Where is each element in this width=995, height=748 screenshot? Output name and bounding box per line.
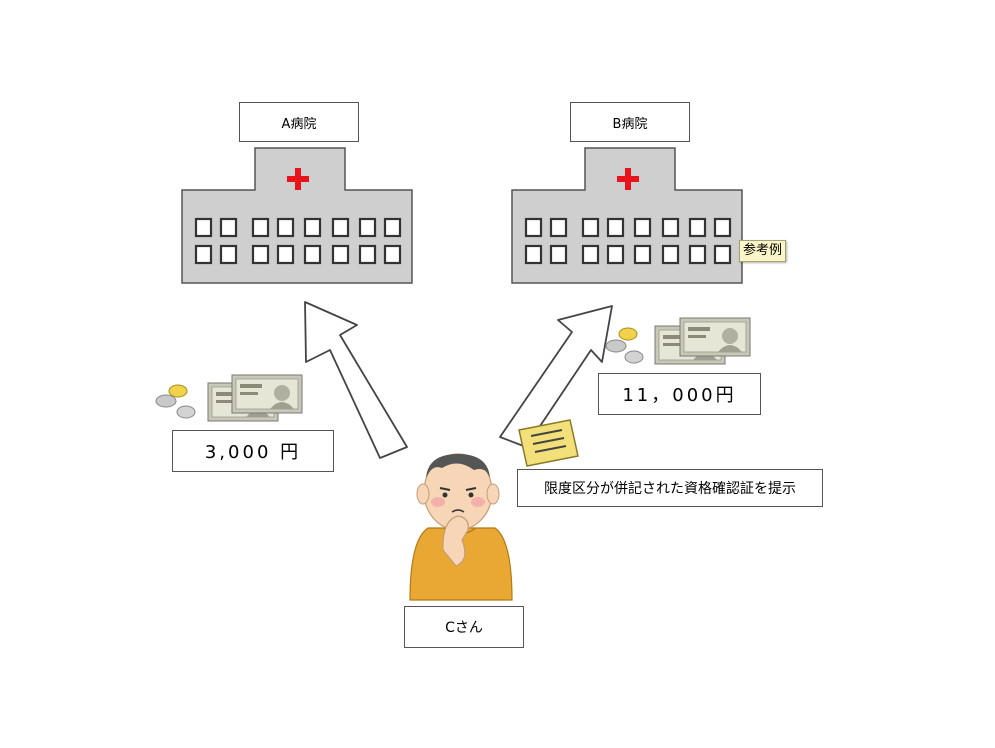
certificate-note-box: 限度区分が併記された資格確認証を提示 bbox=[517, 469, 823, 507]
payment-b-amount: 11，000円 bbox=[622, 385, 737, 406]
money-b-icon bbox=[605, 317, 751, 365]
payment-a-amount: 3,000 円 bbox=[204, 442, 302, 463]
hospital-b-label-text: B病院 bbox=[612, 116, 648, 132]
red-cross-icon bbox=[287, 168, 309, 190]
arrow-to-hospital-a-icon bbox=[304, 301, 408, 459]
person-c-label-text: Cさん bbox=[445, 620, 483, 636]
money-a-icon bbox=[155, 374, 303, 422]
certificate-card-icon bbox=[518, 419, 579, 467]
red-cross-icon bbox=[617, 168, 639, 190]
payment-b-amount-box: 11，000円 bbox=[598, 373, 761, 415]
reference-example-badge: 参考例 bbox=[739, 240, 787, 262]
payment-a-amount-box: 3,000 円 bbox=[172, 430, 334, 472]
hospital-a-label: A病院 bbox=[239, 102, 359, 142]
hospital-b-label: B病院 bbox=[570, 102, 690, 142]
person-c-label: Cさん bbox=[404, 606, 524, 648]
certificate-note-text: 限度区分が併記された資格確認証を提示 bbox=[544, 481, 796, 497]
hospital-a-label-text: A病院 bbox=[281, 116, 317, 132]
hospital-a-building bbox=[181, 147, 413, 284]
hospital-b-building bbox=[511, 147, 743, 284]
person-c-illustration bbox=[409, 453, 513, 601]
